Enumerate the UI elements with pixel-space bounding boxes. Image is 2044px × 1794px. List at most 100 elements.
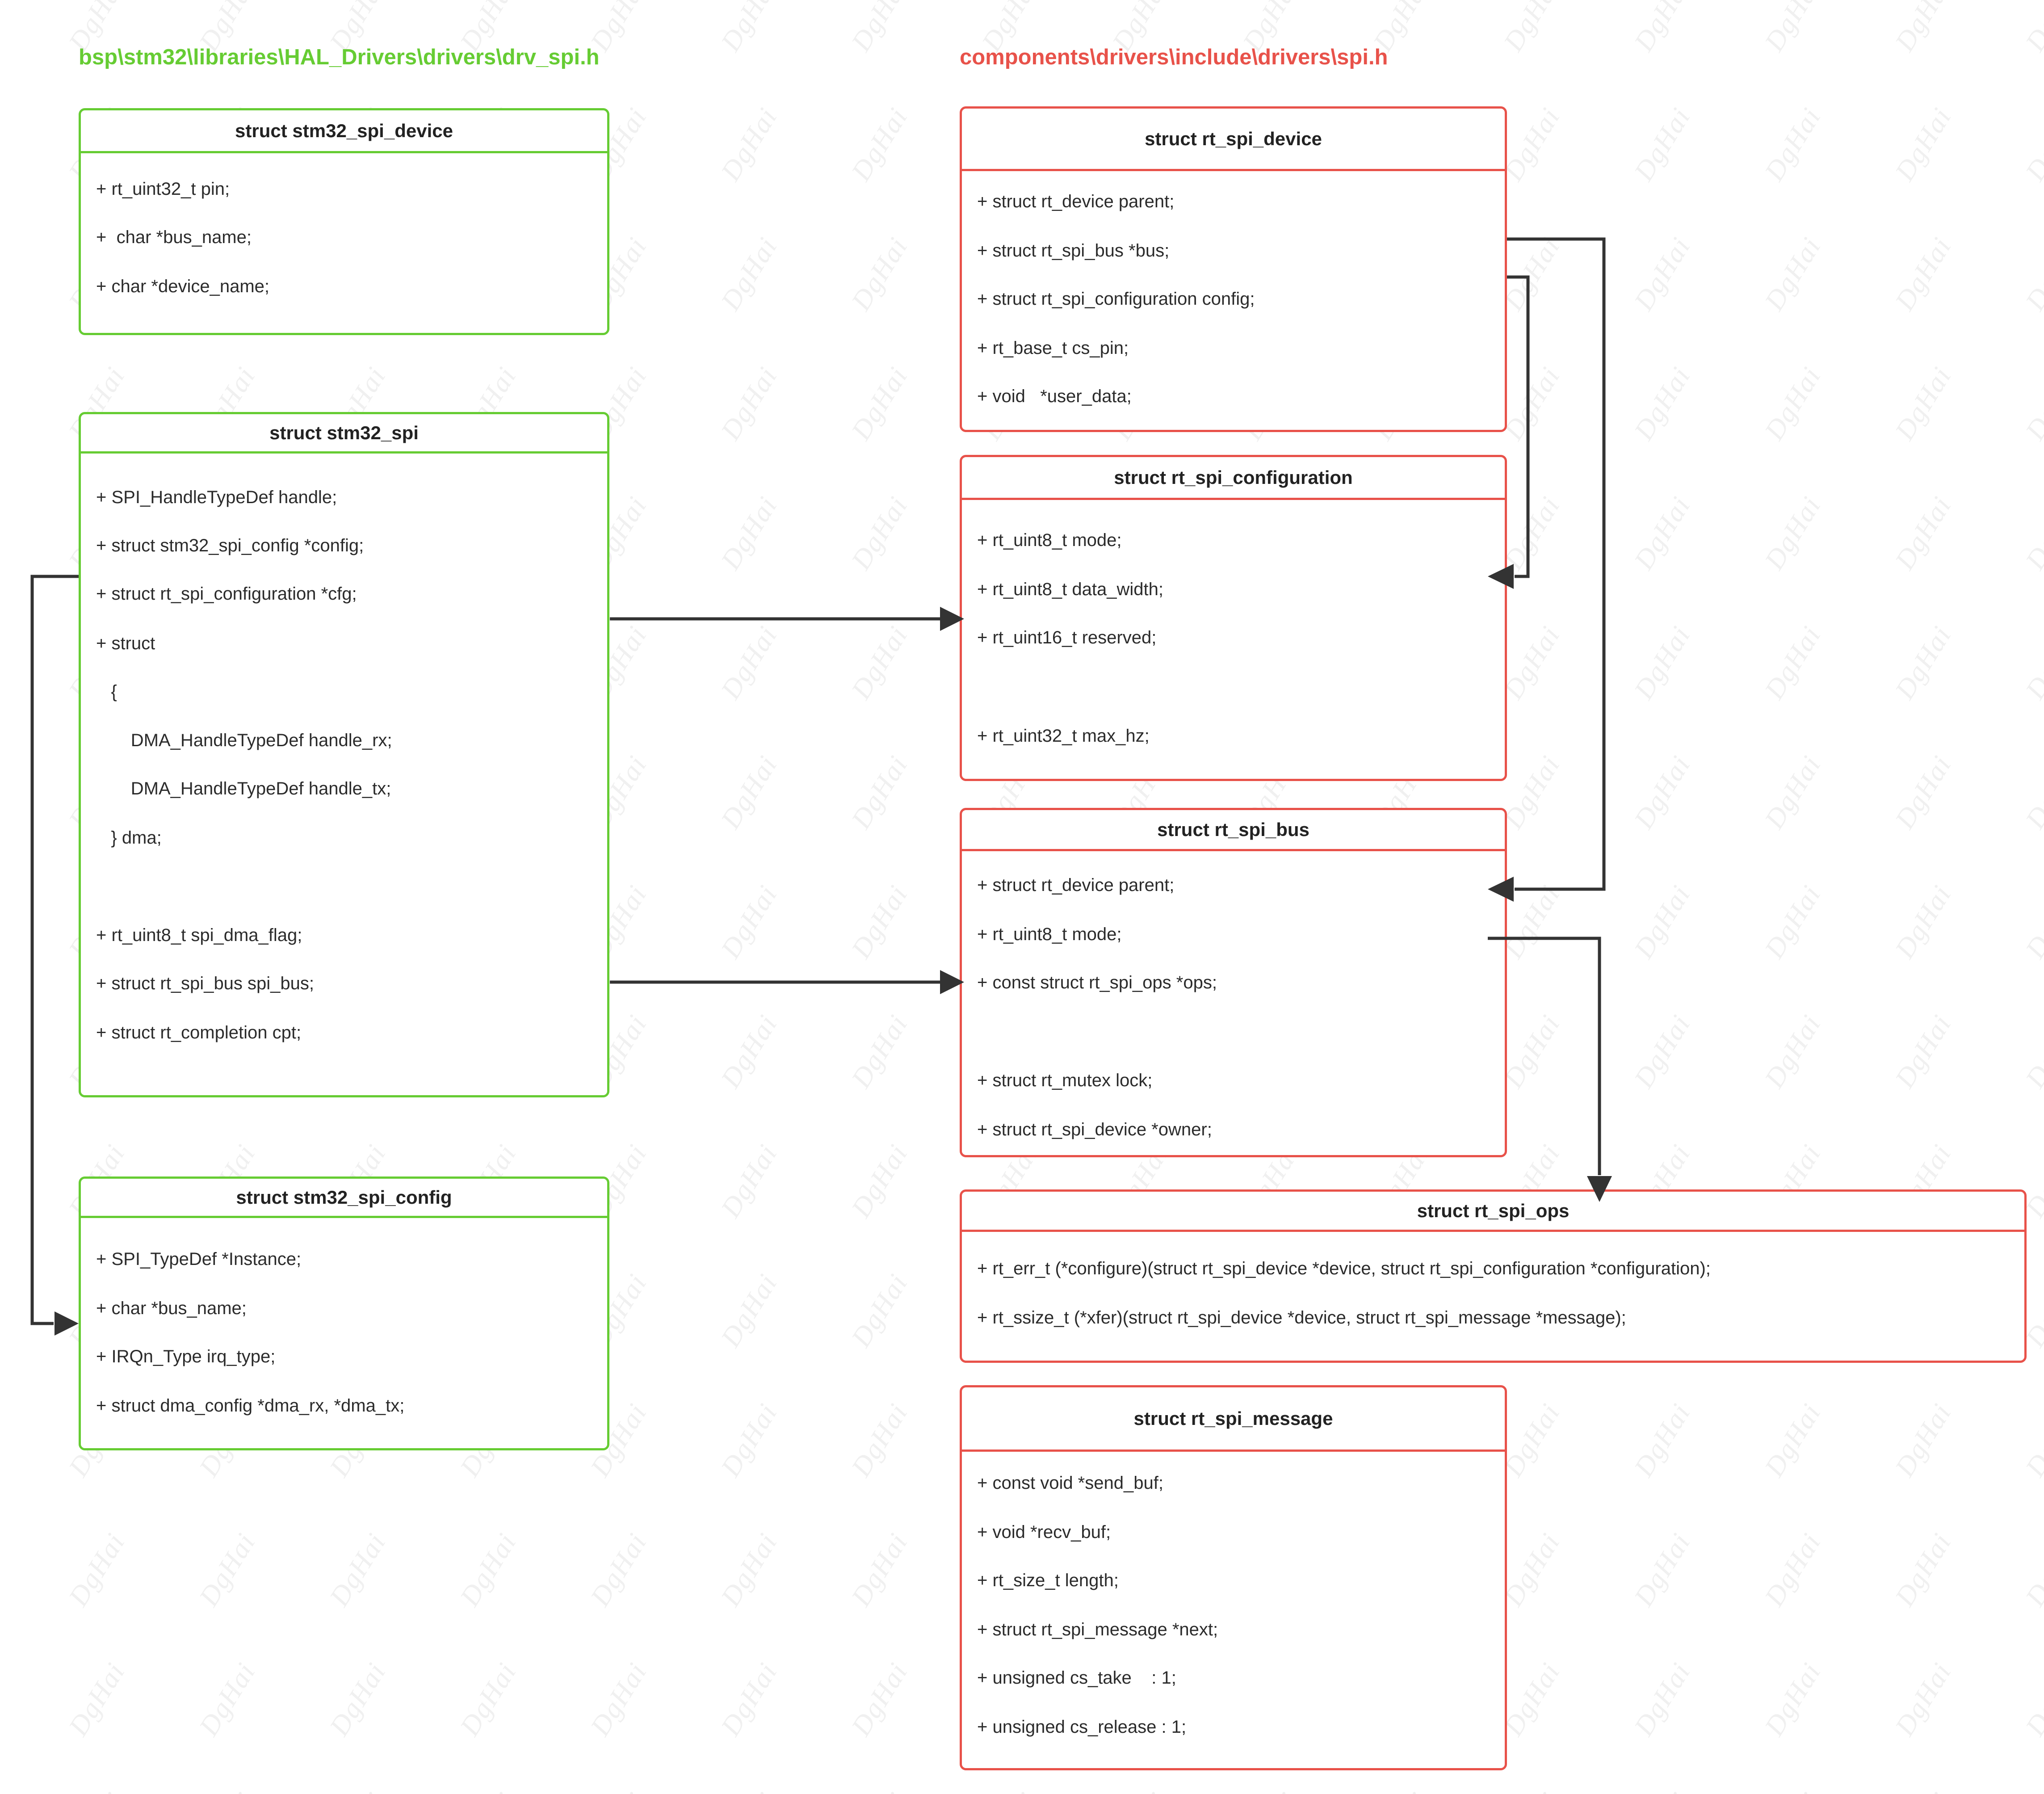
member-row: + rt_uint8_t mode; [977,924,1122,944]
watermark-label: DgHai [1759,1398,1827,1482]
watermark-label: DgHai [976,1786,1045,1794]
class-box-stm32-spi[interactable]: struct stm32_spi + SPI_HandleTypeDef han… [79,412,609,1097]
member-row: + struct rt_device parent; [977,875,1175,895]
watermark-label: DgHai [1498,620,1566,705]
watermark-label: DgHai [715,1009,784,1093]
watermark-label: DgHai [845,1657,914,1741]
class-box-stm32-spi-config[interactable]: struct stm32_spi_config + SPI_TypeDef *I… [79,1176,609,1450]
watermark-label: DgHai [715,0,784,57]
class-members-rt-spi-configuration: + rt_uint8_t mode; + rt_uint8_t data_wid… [962,500,1505,781]
member-row: } dma; [96,828,162,848]
watermark-label: DgHai [1889,491,1958,575]
watermark-label: DgHai [1628,491,1697,575]
watermark-label: DgHai [1889,1398,1958,1482]
watermark-label: DgHai [1498,1527,1566,1612]
watermark-label: DgHai [1498,1398,1566,1482]
member-row: + struct rt_spi_bus *bus; [977,241,1170,260]
watermark-label: DgHai [584,1657,653,1741]
watermark-label: DgHai [1759,102,1827,186]
watermark-label: DgHai [2019,102,2044,186]
watermark-label: DgHai [715,1139,784,1223]
class-box-stm32-spi-device[interactable]: struct stm32_spi_device + rt_uint32_t pi… [79,108,609,335]
class-members-stm32-spi: + SPI_HandleTypeDef handle; + struct stm… [81,454,607,1097]
watermark-label: DgHai [2019,1786,2044,1794]
class-box-rt-spi-device[interactable]: struct rt_spi_device + struct rt_device … [960,106,1507,432]
watermark-label: DgHai [1759,1786,1828,1794]
watermark-label: DgHai [2019,361,2044,445]
member-row: + unsigned cs_release : 1; [977,1717,1187,1737]
member-row: { [96,682,117,702]
member-row: + rt_ssize_t (*xfer)(struct rt_spi_devic… [977,1308,1626,1328]
watermark-label: DgHai [845,750,914,834]
watermark-label: DgHai [1759,491,1827,575]
watermark-label: DgHai [1889,361,1958,445]
member-row: + rt_uint8_t mode; [977,530,1122,550]
watermark-label: DgHai [323,1657,392,1741]
watermark-label: DgHai [454,1657,523,1741]
watermark-label: DgHai [845,0,914,57]
watermark-label: DgHai [454,1786,523,1794]
watermark-label: DgHai [1628,1009,1697,1093]
watermark-label: DgHai [1759,1527,1827,1612]
class-members-rt-spi-ops: + rt_err_t (*configure)(struct rt_spi_de… [962,1232,2024,1363]
group-title-left: bsp\stm32\libraries\HAL_Drivers\drivers\… [79,45,600,69]
watermark-label: DgHai [193,1657,262,1741]
member-row: + rt_uint8_t data_width; [977,580,1163,599]
watermark-label: DgHai [1628,1657,1697,1741]
member-row: + rt_base_t cs_pin; [977,338,1129,358]
watermark-label: DgHai [1498,361,1566,445]
watermark-label: DgHai [584,1527,653,1612]
class-title-stm32-spi-device: struct stm32_spi_device [81,110,607,153]
class-box-rt-spi-bus[interactable]: struct rt_spi_bus + struct rt_device par… [960,808,1507,1157]
watermark-label: DgHai [1759,231,1827,316]
watermark-label: DgHai [1498,102,1566,186]
member-row: + struct rt_mutex lock; [977,1071,1153,1090]
watermark-label: DgHai [1759,879,1827,964]
member-row: + struct rt_spi_message *next; [977,1620,1218,1639]
watermark-label: DgHai [715,1657,784,1741]
watermark-label: DgHai [715,1527,784,1612]
watermark-label: DgHai [323,1786,393,1794]
watermark-label: DgHai [715,361,784,445]
watermark-label: DgHai [1889,1527,1958,1612]
watermark-label: DgHai [1889,1657,1958,1741]
member-row: + const struct rt_spi_ops *ops; [977,973,1217,992]
watermark-label: DgHai [2019,879,2044,964]
member-row: + rt_err_t (*configure)(struct rt_spi_de… [977,1259,1711,1278]
watermark-label: DgHai [63,1786,132,1794]
member-row: + struct rt_spi_bus spi_bus; [96,974,315,993]
member-row: + struct [96,634,155,653]
watermark-label: DgHai [584,1786,654,1794]
member-row: + SPI_TypeDef *Instance; [96,1249,302,1269]
member-row: + struct stm32_spi_config *config; [96,536,364,555]
watermark-label: DgHai [1759,750,1827,834]
watermark-label: DgHai [1498,0,1566,57]
class-box-rt-spi-ops[interactable]: struct rt_spi_ops + rt_err_t (*configure… [960,1189,2027,1363]
watermark-label: DgHai [845,102,914,186]
member-row: + rt_uint8_t spi_dma_flag; [96,925,302,945]
watermark-label: DgHai [1889,750,1958,834]
watermark-label: DgHai [1759,1657,1827,1741]
watermark-label: DgHai [193,1527,262,1612]
class-title-rt-spi-bus: struct rt_spi_bus [962,810,1505,851]
member-row: + struct rt_spi_device *owner; [977,1120,1212,1139]
member-row: + unsigned cs_take : 1; [977,1668,1176,1688]
watermark-label: DgHai [715,1268,784,1353]
watermark-label: DgHai [1498,491,1566,575]
connector-stm32spi-to-stm32spiconfig [30,575,79,1336]
class-box-rt-spi-message[interactable]: struct rt_spi_message + const void *send… [960,1385,1507,1770]
class-box-rt-spi-configuration[interactable]: struct rt_spi_configuration + rt_uint8_t… [960,455,1507,781]
member-row: + char *bus_name; [96,1298,247,1318]
watermark-label: DgHai [1628,620,1697,705]
member-row: + void *user_data; [977,387,1132,406]
watermark-label: DgHai [845,1786,915,1794]
watermark-label: DgHai [1759,361,1827,445]
member-row: + IRQn_Type irq_type; [96,1347,276,1366]
class-title-stm32-spi: struct stm32_spi [81,414,607,454]
watermark-label: DgHai [715,750,784,834]
watermark-label: DgHai [2019,231,2044,316]
watermark-label: DgHai [193,1786,262,1794]
watermark-label: DgHai [845,879,914,964]
watermark-label: DgHai [1628,361,1697,445]
